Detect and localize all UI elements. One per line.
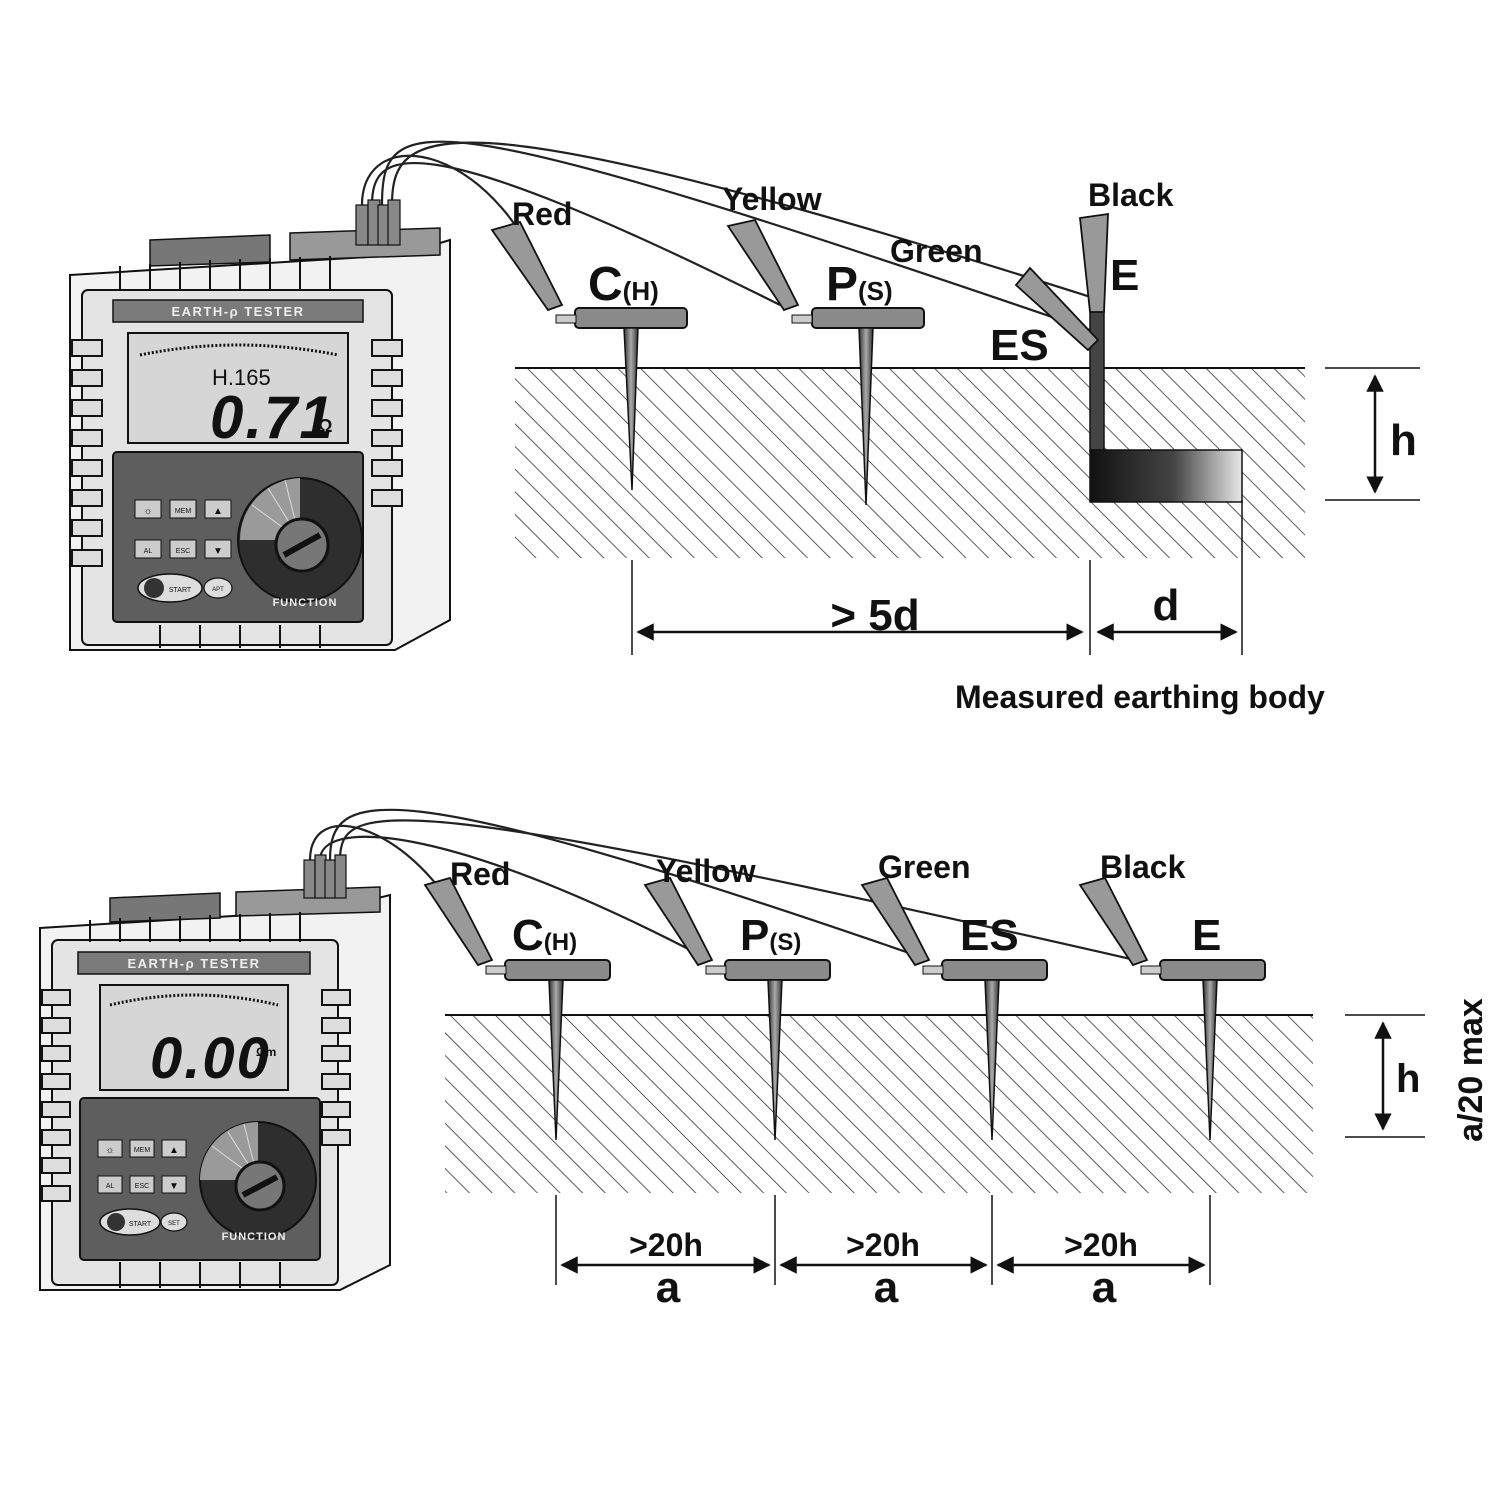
bottom-dim-symbol-2: a	[874, 1263, 899, 1312]
bottom-terminal-e: E	[1192, 911, 1221, 960]
top-dim-depth: h	[1390, 416, 1417, 465]
top-clip-red	[490, 220, 564, 312]
bottom-dim-spacing-3: >20h	[1064, 1227, 1138, 1263]
bottom-clip-black	[1078, 876, 1149, 967]
bottom-probe-e	[1140, 959, 1266, 1141]
top-device-function: FUNCTION	[273, 597, 338, 609]
top-dim-body-length: d	[1153, 581, 1180, 630]
bottom-label-yellow: Yellow	[656, 853, 756, 889]
top-scene: EARTH-ρ TESTER H.165 0.71 Ω ☼ MEM ▲ AL E…	[69, 140, 1420, 715]
top-terminal-p: P(S)	[826, 258, 893, 311]
top-label-yellow: Yellow	[722, 181, 822, 217]
top-key-esc: ESC	[176, 548, 190, 555]
bottom-key-up: ▲	[169, 1145, 179, 1156]
bottom-dim-symbol-3: a	[1092, 1263, 1117, 1312]
bottom-soil	[445, 1015, 1313, 1193]
bottom-device-reading: 0.00	[150, 1026, 271, 1091]
top-device-reading: 0.71	[210, 384, 335, 451]
top-device-keys: ☼ MEM ▲ AL ESC ▼	[134, 499, 232, 559]
bottom-probe-p	[705, 959, 831, 1141]
bottom-label-black: Black	[1100, 849, 1186, 885]
top-key-down: ▼	[213, 546, 223, 557]
top-probe-p	[791, 307, 925, 506]
bottom-clip-yellow	[643, 876, 714, 967]
top-key-al: AL	[144, 548, 153, 555]
top-key-mem: MEM	[175, 508, 192, 515]
top-dimensions	[631, 367, 1420, 655]
top-clip-green	[1014, 266, 1100, 352]
top-terminal-es: ES	[990, 321, 1049, 370]
bottom-device-ap: SET	[168, 1221, 180, 1227]
bottom-probe-c	[485, 959, 611, 1141]
bottom-key-al: AL	[106, 1183, 115, 1190]
bottom-key-light: ☼	[105, 1145, 114, 1156]
top-terminal-e: E	[1110, 251, 1139, 300]
bottom-cables	[308, 808, 1136, 962]
bottom-label-green: Green	[878, 849, 970, 885]
top-label-red: Red	[512, 196, 572, 232]
bottom-device-function: FUNCTION	[222, 1231, 287, 1243]
bottom-dim-spacing-1: >20h	[629, 1227, 703, 1263]
bottom-key-down: ▼	[169, 1181, 179, 1192]
top-key-up: ▲	[213, 506, 223, 517]
top-device-title: EARTH-ρ TESTER	[171, 304, 304, 319]
top-clip-black	[1079, 212, 1109, 313]
bottom-device-screen	[99, 984, 289, 1091]
bottom-probe-es	[922, 959, 1048, 1141]
bottom-key-mem: MEM	[134, 1147, 151, 1154]
top-device-unit: Ω	[318, 416, 332, 436]
top-caption: Measured earthing body	[955, 679, 1325, 715]
top-terminal-c: C(H)	[588, 258, 659, 311]
bottom-dim-symbol-1: a	[656, 1263, 681, 1312]
bottom-clip-green	[860, 876, 931, 967]
top-device: EARTH-ρ TESTER H.165 0.71 Ω ☼ MEM ▲ AL E…	[69, 199, 451, 651]
bottom-label-red: Red	[450, 856, 510, 892]
bottom-terminal-c: C(H)	[512, 911, 577, 960]
bottom-device-unit: Ωm	[256, 1045, 276, 1059]
top-dim-spacing: > 5d	[830, 591, 919, 640]
top-earthing-body	[1089, 309, 1243, 503]
bottom-terminal-p: P(S)	[740, 911, 801, 960]
bottom-device-keys: ☼ MEM ▲ AL ESC ▼	[97, 1139, 187, 1194]
top-probe-c	[555, 307, 688, 491]
bottom-terminal-es: ES	[960, 911, 1019, 960]
bottom-dim-spacing-2: >20h	[846, 1227, 920, 1263]
top-device-start: START	[169, 587, 192, 594]
bottom-dimensions	[555, 1014, 1425, 1285]
top-device-hold-text: H.165	[212, 365, 271, 390]
bottom-key-esc: ESC	[135, 1183, 149, 1190]
top-cables	[360, 140, 1101, 332]
top-key-light: ☼	[143, 506, 152, 517]
bottom-scene: EARTH-ρ TESTER 0.00 Ωm ☼ MEM ▲ AL ESC ▼	[39, 808, 1490, 1312]
bottom-device: EARTH-ρ TESTER 0.00 Ωm ☼ MEM ▲ AL ESC ▼	[39, 854, 391, 1291]
top-clip-yellow	[726, 218, 800, 312]
top-device-ap: APT	[212, 587, 224, 593]
bottom-clip-red	[423, 876, 494, 967]
bottom-device-start: START	[129, 1221, 152, 1228]
bottom-device-title: EARTH-ρ TESTER	[127, 956, 260, 971]
top-label-green: Green	[890, 233, 982, 269]
bottom-dim-depth-max: a/20 max	[1452, 998, 1490, 1142]
top-label-black: Black	[1088, 177, 1174, 213]
bottom-dim-depth: h	[1396, 1057, 1420, 1101]
